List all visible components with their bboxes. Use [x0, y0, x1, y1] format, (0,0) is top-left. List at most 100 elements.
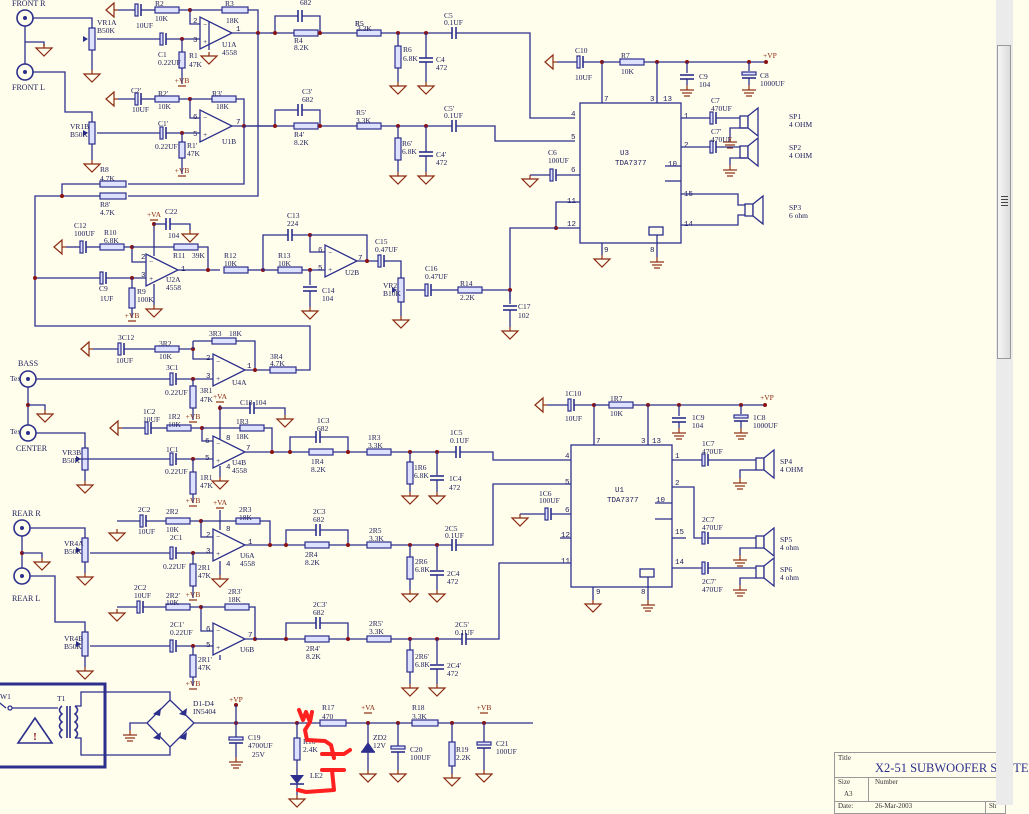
- opamp-body: [212, 621, 247, 657]
- r1-value: 47K: [189, 60, 203, 69]
- vb-rail: +VB: [186, 590, 201, 599]
- junction-dot: [763, 403, 767, 407]
- r16-resistor: [293, 737, 301, 761]
- ground-triangle: [109, 419, 119, 437]
- pin: 10: [656, 497, 666, 505]
- scrollbar-thumb[interactable]: [997, 45, 1011, 359]
- 2r3p-resistor: [224, 603, 250, 611]
- c1p-value: 0.22UF: [155, 142, 178, 151]
- ground-icon: [275, 415, 295, 428]
- 2c4p-value: 472: [447, 669, 459, 678]
- 1r3b-value: 3.3K: [368, 441, 383, 450]
- junction-dot: [270, 450, 274, 454]
- ground-triangle: [400, 495, 420, 505]
- wire: [739, 469, 756, 478]
- 1r1-value: 47K: [200, 481, 214, 490]
- ground-triangle: [583, 603, 603, 613]
- vb-rail: +VB: [175, 76, 190, 85]
- pin: 12: [567, 221, 576, 229]
- 2c5p-value: 0.1UF: [455, 628, 474, 637]
- r1p-label: R1': [187, 141, 198, 150]
- wire: [249, 606, 256, 639]
- bass-jack-icon: [19, 370, 37, 388]
- 1c6-value: 100UF: [539, 496, 560, 505]
- c4-value: 472: [436, 63, 448, 72]
- pin: 6: [565, 507, 570, 515]
- pin: 1: [684, 113, 689, 121]
- r10-label: R10: [104, 228, 117, 237]
- sp1-label: SP1: [789, 112, 801, 121]
- wiper-arrow: [76, 456, 81, 462]
- speaker-box: [739, 145, 749, 159]
- warning-triangle-icon: [16, 716, 54, 744]
- c2p-value: 10UF: [132, 105, 149, 114]
- c7-capacitor: [709, 111, 714, 125]
- wire: [129, 722, 147, 730]
- ground-icon: [107, 529, 127, 542]
- opamp-plus: +: [203, 130, 207, 139]
- wire: [320, 436, 349, 452]
- junction-dot: [268, 543, 272, 547]
- 2c1-label: 2C1: [170, 533, 183, 542]
- wire: [236, 340, 256, 370]
- va-rail: +VA: [213, 392, 228, 401]
- 1c3-value: 682: [317, 424, 329, 433]
- r6-label: R6: [403, 45, 412, 54]
- vb-rail: +VB: [186, 496, 201, 505]
- wire: [25, 41, 45, 46]
- 3r1-value: 47K: [200, 395, 214, 404]
- r7-label: R7: [621, 51, 630, 60]
- speaker-cone: [763, 448, 775, 480]
- r2p-label: R2': [158, 89, 169, 98]
- wire: [170, 223, 191, 230]
- junction-dot: [288, 450, 292, 454]
- wire: [244, 109, 298, 127]
- 2r1p-value: 47K: [198, 663, 212, 672]
- c10-value: 10UF: [575, 73, 592, 82]
- pin: 7: [236, 119, 241, 127]
- r2p-value: 10K: [158, 102, 172, 111]
- wire: [198, 246, 209, 270]
- 1c10-label: 1C10: [565, 389, 582, 398]
- ground-icon: [592, 255, 612, 268]
- 1c1-value: 0.22UF: [165, 467, 188, 476]
- r8-label: R8: [100, 165, 109, 174]
- u2a-value: 4558: [166, 283, 181, 292]
- ground-triangle: [275, 418, 295, 428]
- pin: 15: [675, 529, 685, 537]
- 2c2b-value: 10UF: [134, 591, 151, 600]
- 1r3-label: 1R3: [236, 417, 249, 426]
- c19-capacitor: [228, 736, 244, 741]
- pin: 8: [226, 526, 231, 534]
- c2p-label: C2': [131, 86, 142, 95]
- ground-icon: [82, 160, 102, 173]
- 1c9-value: 104: [692, 421, 704, 430]
- pin: 9: [604, 247, 609, 255]
- c16-label: C16: [425, 264, 438, 273]
- r9-label: R9: [137, 287, 146, 296]
- ground-triangle: [107, 532, 127, 542]
- jack-pin: [26, 377, 30, 381]
- c19-voltage: 25V: [252, 750, 266, 759]
- ground-left-icon: [105, 1, 118, 19]
- earth-ground-icon: [733, 478, 747, 490]
- 2r4-resistor: [304, 541, 330, 549]
- earth-ground-icon: [723, 137, 737, 149]
- r7-value: 10K: [621, 67, 635, 76]
- opamp-plus: +: [216, 456, 220, 465]
- r17-label: R17: [322, 703, 335, 712]
- ground-icon: [400, 684, 420, 697]
- vertical-scrollbar[interactable]: [996, 0, 1013, 805]
- wire: [128, 33, 259, 197]
- wire: [33, 17, 93, 28]
- r17-value: 470: [322, 712, 334, 721]
- sp6-label: SP6: [780, 565, 792, 574]
- sp4-speaker-icon: [755, 448, 775, 480]
- vb-rail: +VB: [477, 703, 492, 712]
- junction-dot: [346, 450, 350, 454]
- 3c12-value: 10UF: [116, 356, 133, 365]
- jack-pin: [26, 431, 30, 435]
- vr4b-label: VR4B: [64, 634, 83, 643]
- r13-label: R13: [278, 251, 291, 260]
